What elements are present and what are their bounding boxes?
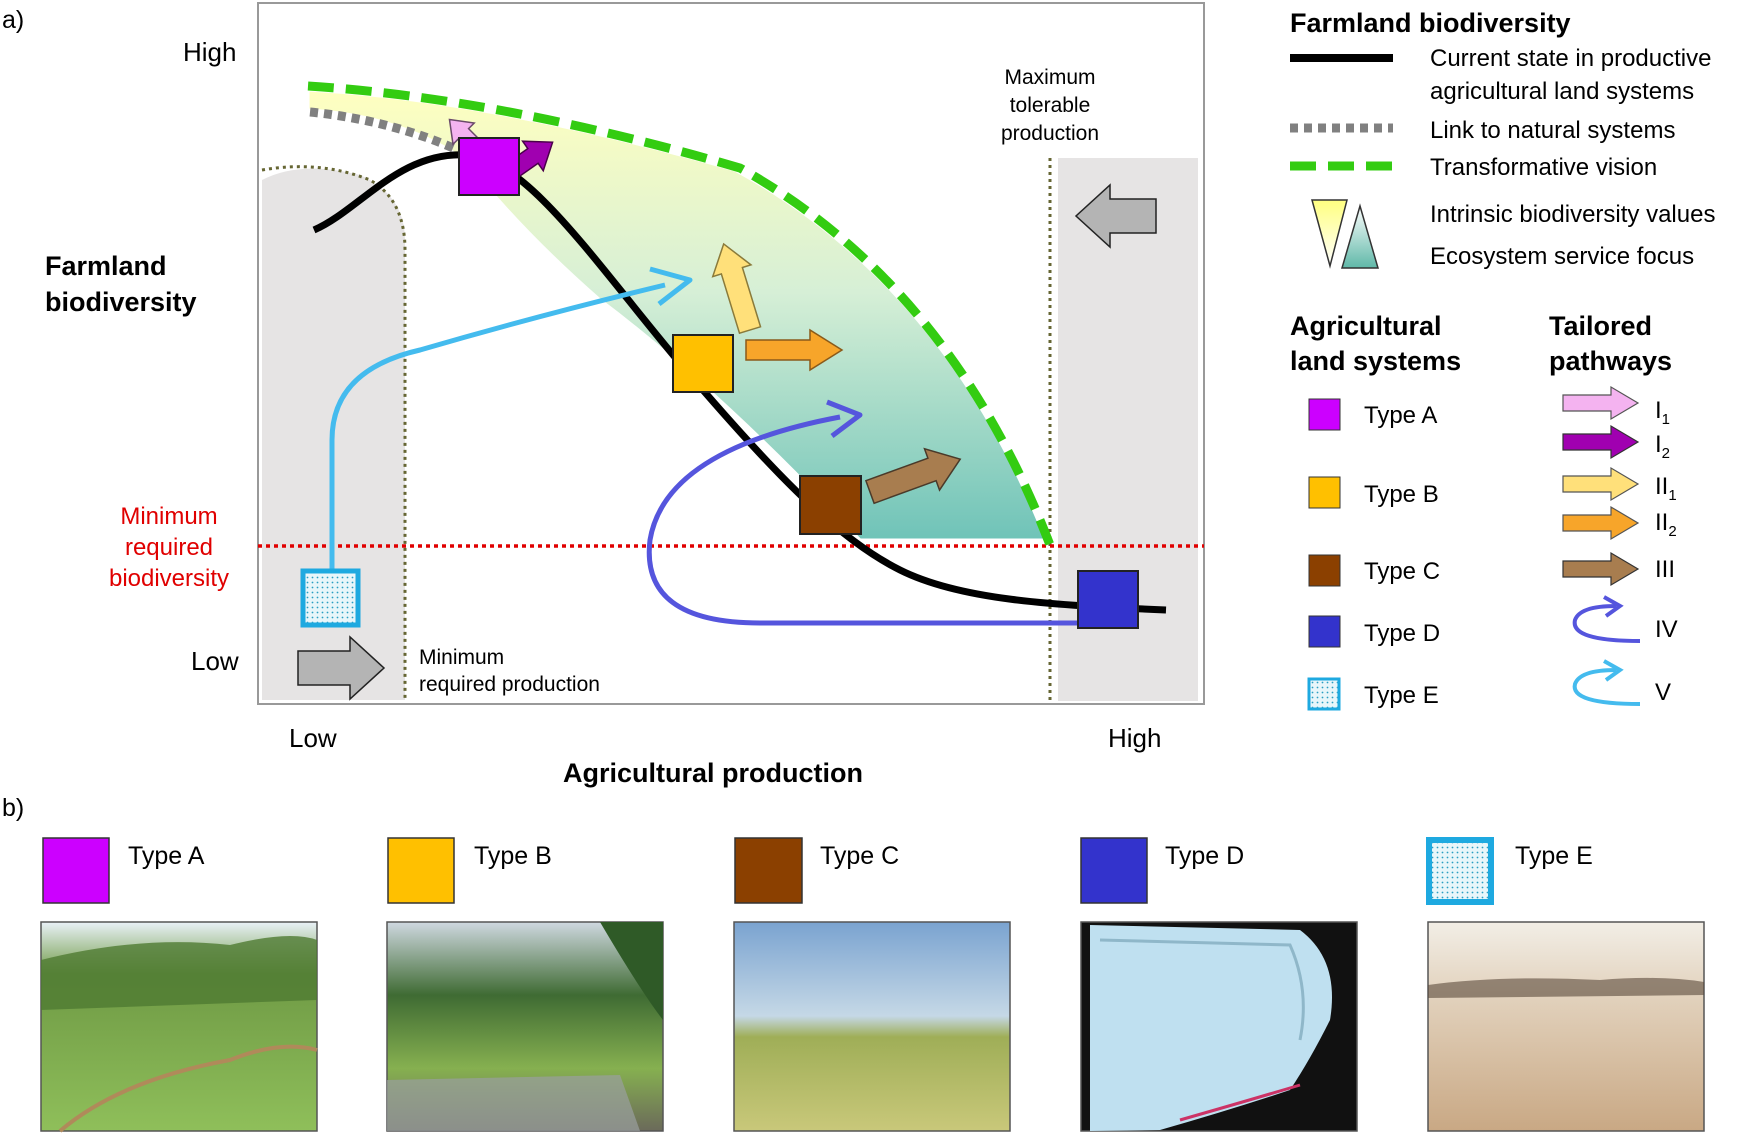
legend-natural-label: Link to natural systems [1430,117,1675,144]
max-production-arrow [1074,183,1157,249]
x-axis-title: Agricultural production [563,758,863,788]
legend-type-c-swatch [1308,554,1341,587]
legend-pathway-i2-numeral: I [1655,431,1662,458]
legend-pathway-iv-label: IV [1655,616,1678,643]
min-production-label-line2: required production [419,673,600,696]
legend-type-d-label: Type D [1364,620,1440,647]
legend-pathway-iii-arrow [1562,551,1640,587]
legend-type-d-swatch [1308,615,1341,648]
legend-pathway-ii1-label: II1 [1655,473,1677,504]
legend-pathway-ii2-numeral: II [1655,509,1668,536]
pathway-ii1-arrow [711,242,762,335]
max-production-label-line3: production [1001,122,1099,145]
legend-pathway-i1-arrow [1562,385,1640,421]
panel-b-type-c-swatch [734,837,803,904]
legend-intrinsic-triangle [1311,199,1348,269]
legend-pathway-v-label: V [1655,679,1671,706]
type-c-marker [799,475,862,535]
type-b-marker [672,334,734,393]
panel-b-type-b-label: Type B [474,842,552,870]
minimum-production-boundary [261,165,407,700]
legend-pathway-ii2-arrow [1562,505,1640,541]
panel-b-type-d-label: Type D [1165,842,1244,870]
legend-pathway-ii2-subscript: 2 [1668,523,1676,540]
min-biodiversity-label-line2: required [125,534,213,561]
legend-current-line1: Current state in productive [1430,45,1711,72]
legend-pathway-ii2-label: II2 [1655,509,1677,540]
pathway-iv-curve [646,414,1078,626]
legend-title: Farmland biodiversity [1290,8,1571,38]
pathway-iii-arrow [864,447,962,505]
legend-type-e-label: Type E [1364,682,1439,709]
legend-pathway-i1-label: I1 [1655,397,1670,428]
legend-pathway-v-head [1603,659,1624,682]
panel-b-type-d-swatch [1080,837,1148,904]
legend-pathway-v-curve [1572,668,1641,706]
y-axis-low: Low [191,646,239,676]
type-e-marker [300,568,361,628]
panel-b-type-b-photo [386,921,664,1132]
panel-b-type-d-photo [1080,921,1358,1132]
pathway-ii2-arrow [745,328,844,372]
panel-b-type-e-photo [1427,921,1705,1132]
panel-b-type-c-photo [733,921,1011,1132]
panel-b-type-e-label: Type E [1515,842,1593,870]
legend-type-b-swatch [1308,476,1341,509]
panel-b-type-e-swatch [1426,837,1494,905]
legend-pathway-i2-label: I2 [1655,431,1670,462]
min-biodiversity-label-line1: Minimum [120,503,217,530]
legend-pathway-ii1-arrow [1562,466,1640,502]
panel-b-type-a-swatch [42,837,110,904]
type-a-marker [458,137,520,196]
legend-pathway-iii-label: III [1655,556,1675,583]
legend-type-c-label: Type C [1364,558,1440,585]
panel-b-type-b-swatch [387,837,455,904]
legend-pathways-title-line1: Tailored [1549,311,1652,341]
y-axis-high: High [183,37,236,67]
legend-systems-title-line2: land systems [1290,346,1461,376]
legend-pathways-title-line2: pathways [1549,346,1672,376]
pathway-v-curve [329,282,666,573]
pathway-iv-arrowhead [826,399,863,438]
legend-pathway-iv-curve [1572,604,1641,643]
type-d-marker [1077,570,1139,629]
y-axis-title-line1: Farmland [45,251,167,281]
max-production-label-line2: tolerable [1010,94,1091,117]
panel-a-label: a) [2,6,24,34]
legend-pathway-i2-arrow [1562,424,1640,460]
x-axis-high: High [1108,723,1161,753]
legend-pathway-iv-head [1603,595,1624,618]
max-production-label-line1: Maximum [1004,66,1095,89]
legend-systems-title-line1: Agricultural [1290,311,1442,341]
legend-ecosystem-label: Ecosystem service focus [1430,243,1694,270]
transformative-vision-curve [307,81,1055,547]
legend-type-e-swatch [1307,677,1341,711]
legend-ecosystem-triangle [1341,203,1379,269]
legend-pathway-i1-subscript: 1 [1662,411,1670,428]
x-axis-low: Low [289,723,337,753]
legend-pathway-ii1-numeral: II [1655,473,1668,500]
min-production-label-line1: Minimum [419,646,504,669]
legend-current-line2: agricultural land systems [1430,78,1694,105]
legend-type-a-label: Type A [1364,402,1437,429]
min-production-arrow [297,635,386,701]
legend-pathway-ii1-subscript: 1 [1668,487,1676,504]
pathway-v-arrowhead [649,266,693,306]
natural-systems-link [309,107,460,155]
legend-type-b-label: Type B [1364,481,1439,508]
legend-vision-label: Transformative vision [1430,154,1657,181]
panel-b-type-a-label: Type A [128,842,205,870]
panel-b-label: b) [2,794,24,822]
legend-pathway-i2-subscript: 2 [1662,445,1670,462]
legend-intrinsic-label: Intrinsic biodiversity values [1430,201,1715,228]
min-biodiversity-label-line3: biodiversity [109,565,229,592]
y-axis-title-line2: biodiversity [45,287,197,317]
legend-type-a-swatch [1308,398,1341,431]
legend-pathway-i1-numeral: I [1655,397,1662,424]
panel-b-type-c-label: Type C [820,842,899,870]
panel-b-type-a-photo [40,921,318,1133]
